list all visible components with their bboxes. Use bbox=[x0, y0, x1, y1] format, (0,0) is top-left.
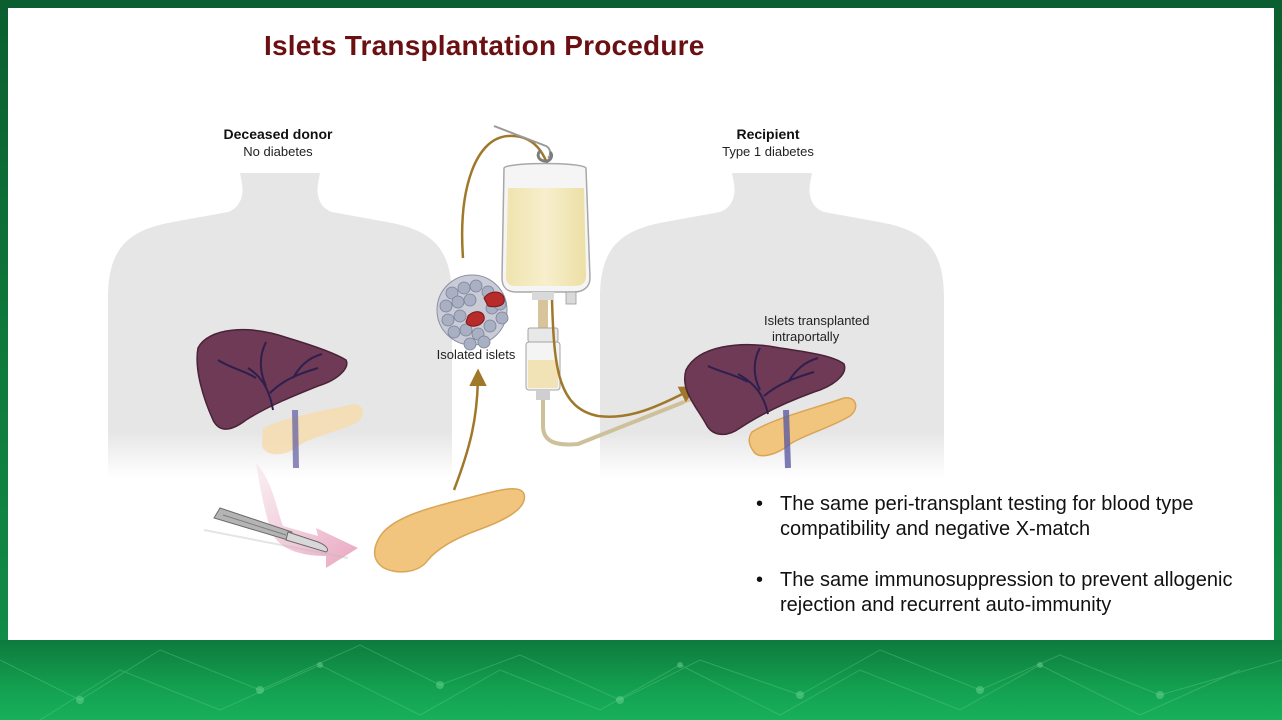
recipient-title: Recipient bbox=[736, 126, 799, 142]
donor-pancreas bbox=[262, 404, 363, 455]
slide-panel: Islets Transplantation Procedure bbox=[8, 8, 1274, 640]
bullet-item: •The same peri-transplant testing for bl… bbox=[756, 493, 1194, 540]
recipient-portal-vein bbox=[783, 409, 791, 469]
isolated-pancreas bbox=[373, 488, 526, 573]
transplanted-label-line2: intraportally bbox=[772, 329, 840, 344]
arrow-bag-to-recipient bbox=[550, 299, 698, 418]
donor-portal-vein bbox=[292, 409, 299, 469]
transplanted-label-line1: Islets transplanted bbox=[764, 313, 870, 328]
donor-subtitle: No diabetes bbox=[243, 144, 313, 159]
procedure-diagram: Deceased donor No diabetes Recipient Typ… bbox=[108, 125, 944, 573]
donor-title: Deceased donor bbox=[224, 126, 333, 142]
decorative-footer bbox=[0, 640, 1282, 720]
isolated-islets-cluster bbox=[436, 274, 509, 351]
bullet-item: •The same immunosuppression to prevent a… bbox=[756, 569, 1233, 616]
iv-tube bbox=[541, 400, 685, 447]
recipient-liver bbox=[684, 343, 846, 436]
donor-body-silhouette bbox=[108, 173, 452, 478]
extraction-arrow bbox=[256, 463, 358, 568]
bullet-text: The same peri-transplant testing for blo… bbox=[780, 493, 1194, 540]
bullet-text: The same immunosuppression to prevent al… bbox=[780, 569, 1233, 616]
recipient-pancreas bbox=[748, 397, 857, 457]
iv-bag-icon bbox=[493, 125, 591, 400]
scalpel-icon bbox=[203, 507, 349, 559]
network-pattern bbox=[0, 644, 1282, 720]
donor-liver bbox=[196, 329, 348, 430]
slide-title: Islets Transplantation Procedure bbox=[264, 30, 705, 61]
recipient-subtitle: Type 1 diabetes bbox=[722, 144, 814, 159]
isolated-islets-label: Isolated islets bbox=[437, 347, 516, 362]
arrow-pancreas-to-islets bbox=[452, 368, 487, 491]
bullet-list: •The same peri-transplant testing for bl… bbox=[756, 492, 1256, 640]
